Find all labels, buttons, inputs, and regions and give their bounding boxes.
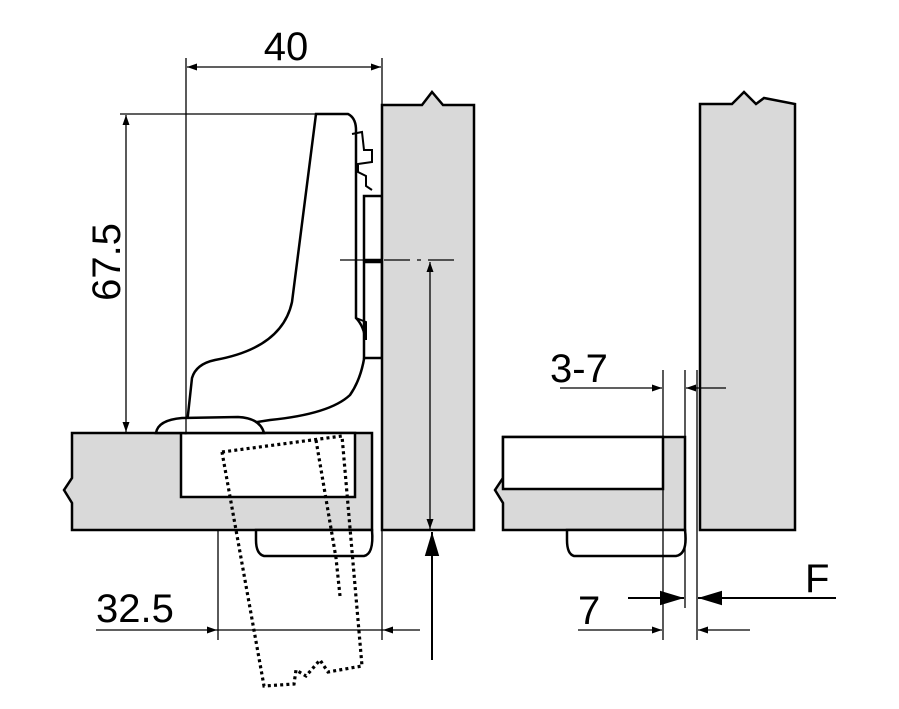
cabinet-side-panel-right [698,90,797,532]
door-edge-profile-left [254,528,374,558]
dim-height-left-label: 67.5 [85,223,129,301]
hinge-clip [351,130,373,191]
open-door-inner-line [314,439,342,597]
dim-offset-label: 7 [578,589,600,633]
open-door-outline [220,434,364,688]
force-label: F [805,557,829,601]
hinge-cup-recess [179,431,357,499]
door-edge-profile-right [565,528,687,558]
mounting-plate-lower [362,260,384,360]
hinge-base-plate [154,415,266,435]
dim-bottom-left-label: 32.5 [96,587,174,631]
dim-gap-range-label: 3-7 [550,347,608,391]
door-recess-right [501,435,665,491]
cabinet-side-panel-left [380,90,476,532]
dim-width-top-label: 40 [264,25,309,69]
mounting-plate-upper [362,194,384,262]
hinge-clip-inner [355,317,367,340]
hinge-arm [184,112,368,435]
